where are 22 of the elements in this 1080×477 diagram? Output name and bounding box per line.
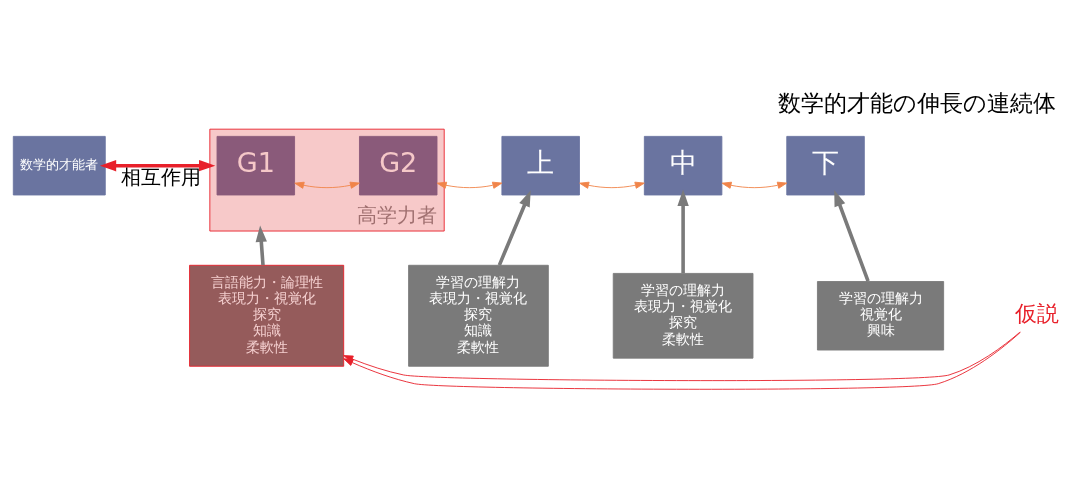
edge-label: 相互作用: [121, 165, 202, 189]
node-box: 上: [501, 135, 580, 195]
arrow: [436, 181, 503, 189]
node-box: 中: [643, 135, 723, 195]
node-box: 下: [786, 135, 865, 195]
node-box: 学習の理解力 表現力・視覚化 探究 柔軟性: [612, 272, 754, 359]
diagram-title: 数学的才能の伸長の連続体: [778, 88, 1057, 117]
node-box: 学習の理解力 表現力・視覚化 探究 知識 柔軟性: [408, 264, 549, 367]
node-box: 学習の理解力 視覚化 興味: [816, 280, 945, 350]
node-box: G2: [359, 135, 438, 195]
arrow: [677, 189, 689, 273]
arrow: [497, 189, 531, 266]
node-text: 仮説: [1015, 300, 1060, 326]
arrow: [255, 225, 267, 265]
arrow: [99, 159, 216, 171]
arrow: [579, 181, 645, 189]
node-box: G1: [216, 135, 295, 195]
node-box: 言語能力・論理性 表現力・視覚化 探究 知識 柔軟性: [189, 264, 345, 367]
arrow: [834, 189, 870, 282]
node-box: 数学的才能者: [12, 135, 106, 195]
arrow: [721, 181, 788, 189]
arrow: [294, 181, 360, 189]
